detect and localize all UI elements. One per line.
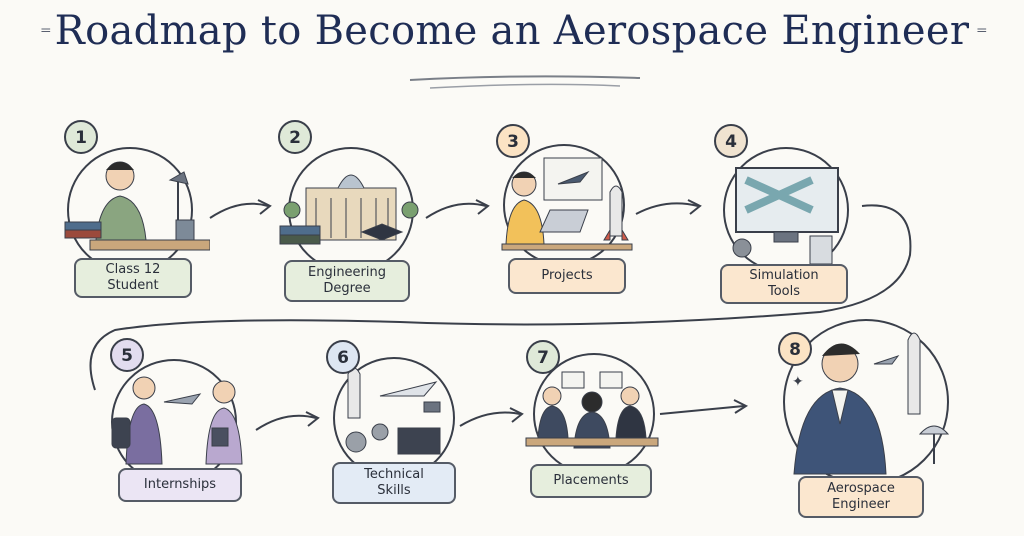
step-5-badge: 5 <box>110 338 144 372</box>
step-1-badge: 1 <box>64 120 98 154</box>
step-2-label: Engineering Degree <box>284 260 410 302</box>
arrow-7-8 <box>659 399 749 415</box>
sparkle-right-icon: ⁼ <box>976 22 988 47</box>
arrow-1-2 <box>209 199 272 219</box>
step-7-illustration <box>522 348 672 475</box>
step-4-illustration <box>712 140 872 273</box>
step-6-badge: 6 <box>326 340 360 374</box>
step-3-badge: 3 <box>496 124 530 158</box>
arrow-5-6 <box>255 411 320 431</box>
step-6-illustration <box>324 352 474 479</box>
step-5-illustration <box>100 354 260 485</box>
step-3-illustration <box>492 140 642 266</box>
connector-row1-row2 <box>89 204 912 391</box>
step-4-label: Simulation Tools <box>720 264 848 304</box>
arrow-3-4 <box>635 199 702 215</box>
step-4-badge: 4 <box>714 124 748 158</box>
step-2-badge: 2 <box>278 120 312 154</box>
step-8-label: Aerospace Engineer <box>798 476 924 518</box>
step-3-label: Projects <box>508 258 626 294</box>
step-8-illustration: ✦ <box>770 314 970 485</box>
step-6-label: Technical Skills <box>332 462 456 504</box>
title-underline <box>409 75 641 81</box>
sparkle-left-icon: ⁼ <box>40 22 52 47</box>
step-8-badge: 8 <box>778 332 812 366</box>
step-1-label: Class 12 Student <box>74 258 192 298</box>
page-title: Roadmap to Become an Aerospace Engineer <box>54 8 970 54</box>
step-1-illustration <box>60 140 211 273</box>
arrow-2-3 <box>425 199 490 219</box>
svg-text:✦: ✦ <box>792 374 804 390</box>
step-5-label: Internships <box>118 468 242 502</box>
step-2-illustration <box>276 140 426 273</box>
arrow-6-7 <box>459 407 524 427</box>
step-7-badge: 7 <box>526 340 560 374</box>
step-7-label: Placements <box>530 464 652 498</box>
